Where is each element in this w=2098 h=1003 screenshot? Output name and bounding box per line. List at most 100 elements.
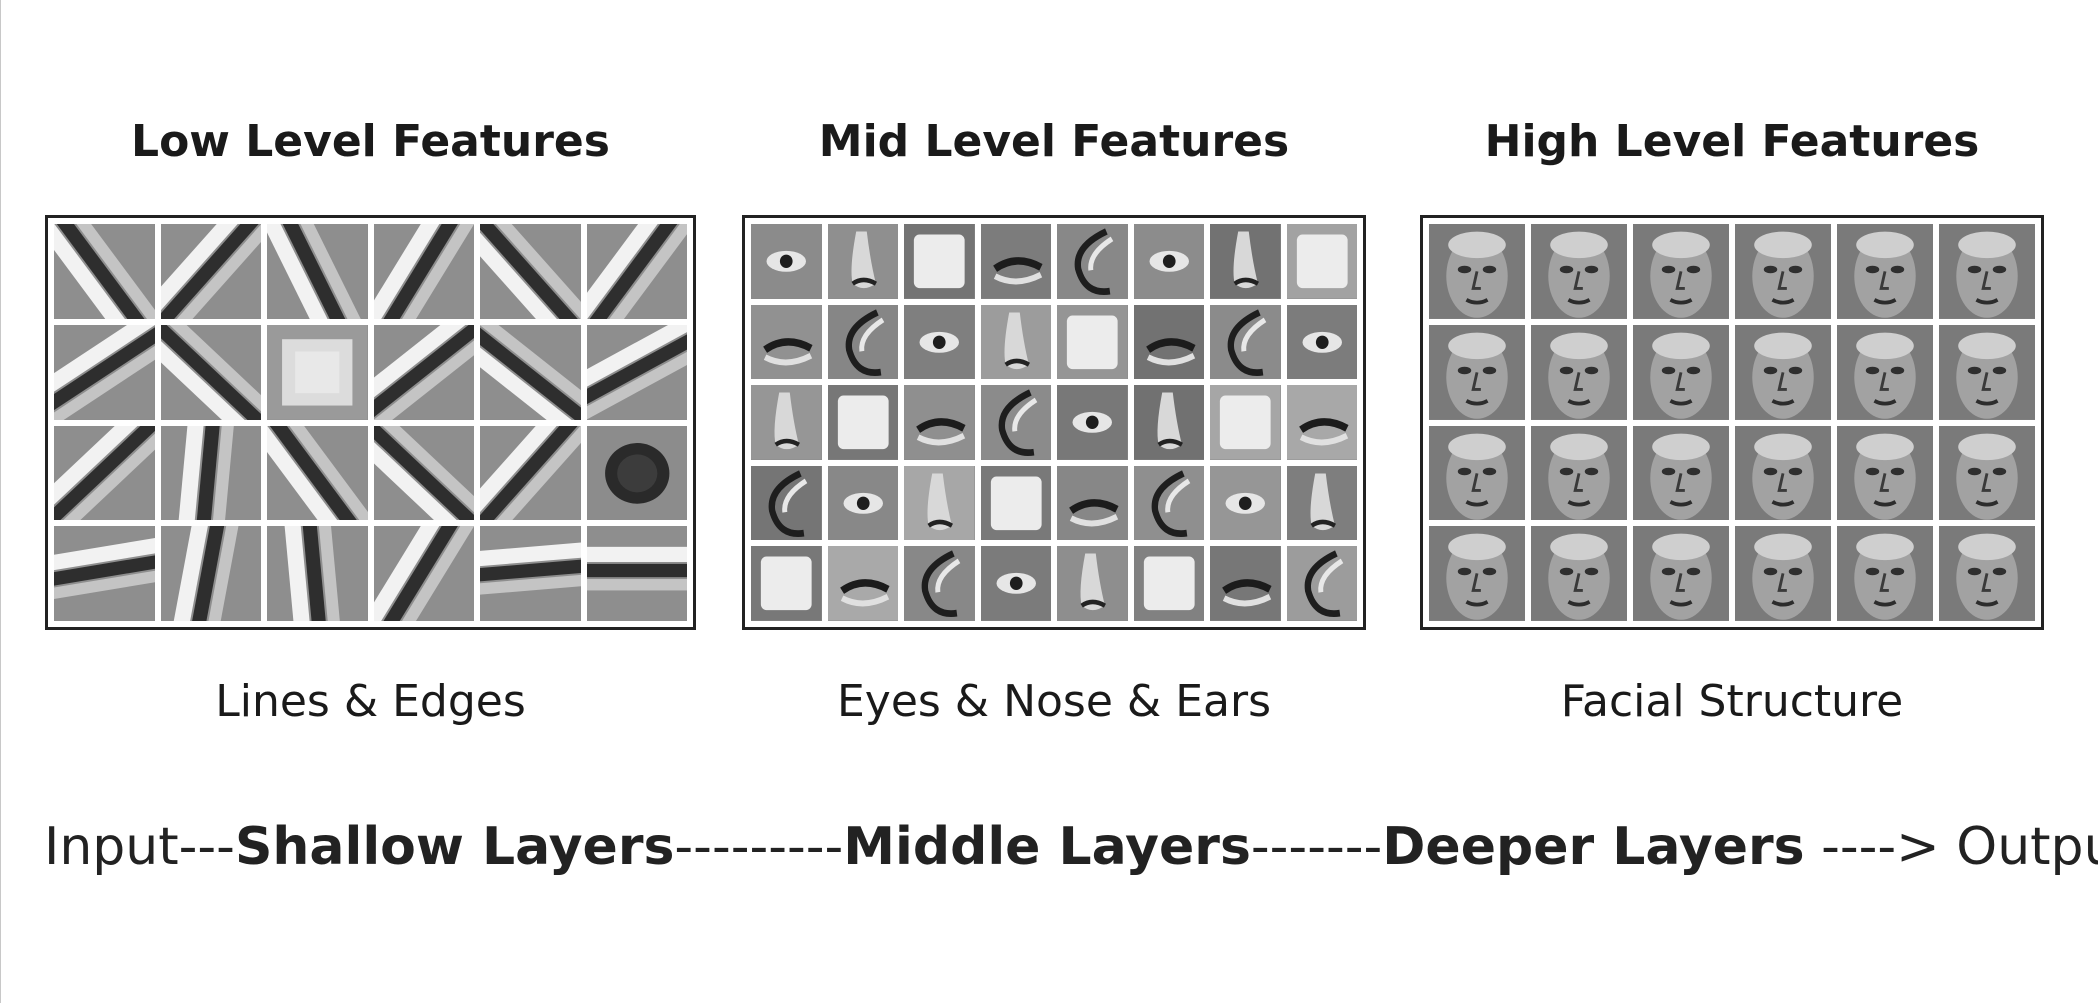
face-part-thumbnail <box>1286 546 1357 621</box>
face-part-thumbnail <box>1057 546 1128 621</box>
edge-filter-thumbnail <box>267 324 368 420</box>
edge-filter-thumbnail <box>160 224 261 319</box>
face-thumbnail <box>1633 526 1729 621</box>
edge-filter-thumbnail <box>586 526 687 621</box>
face-part-thumbnail <box>1286 224 1357 299</box>
face-part-thumbnail <box>1210 304 1281 380</box>
face-part-thumbnail <box>1210 465 1281 541</box>
edge-filter-thumbnail <box>54 425 155 521</box>
face-part-thumbnail <box>1057 385 1128 460</box>
face-thumbnail <box>1735 224 1831 319</box>
low-level-title: Low Level Features <box>131 116 610 167</box>
face-thumbnail <box>1837 224 1933 319</box>
face-thumbnail <box>1735 324 1831 420</box>
edge-filter-thumbnail <box>373 526 474 621</box>
face-part-thumbnail <box>1286 304 1357 380</box>
face-part-thumbnail <box>980 465 1051 541</box>
flow-shallow-layers: Shallow Layers <box>234 817 675 877</box>
face-thumbnail <box>1837 425 1933 521</box>
flow-separator: ------- <box>1250 817 1383 877</box>
flow-separator: --------- <box>674 817 844 877</box>
edge-filter-thumbnail <box>480 224 581 319</box>
low-level-caption: Lines & Edges <box>215 676 526 727</box>
face-part-thumbnail <box>1286 465 1357 541</box>
face-thumbnail <box>1429 526 1525 621</box>
edge-filter-thumbnail <box>480 324 581 420</box>
face-part-thumbnail <box>980 546 1051 621</box>
edge-filter-thumbnail <box>586 324 687 420</box>
edge-filter-thumbnail <box>54 224 155 319</box>
face-part-thumbnail <box>751 224 822 299</box>
face-part-thumbnail <box>1057 465 1128 541</box>
edge-filter-thumbnail <box>373 224 474 319</box>
edge-filter-thumbnail <box>586 224 687 319</box>
face-part-thumbnail <box>904 546 975 621</box>
layer-flow-line: Input---Shallow Layers---------Middle La… <box>44 812 2098 882</box>
low-level-feature-grid <box>45 215 696 630</box>
face-thumbnail <box>1735 526 1831 621</box>
face-part-thumbnail <box>980 224 1051 299</box>
face-thumbnail <box>1633 425 1729 521</box>
face-thumbnail <box>1939 324 2035 420</box>
face-part-thumbnail <box>1210 546 1281 621</box>
flow-arrow: ----> <box>1804 817 1957 877</box>
edge-filter-thumbnail <box>373 324 474 420</box>
edge-filter-thumbnail <box>267 224 368 319</box>
mid-level-caption: Eyes & Nose & Ears <box>836 676 1271 727</box>
face-part-thumbnail <box>827 546 898 621</box>
face-part-thumbnail <box>980 304 1051 380</box>
flow-middle-layers: Middle Layers <box>843 817 1251 877</box>
face-part-thumbnail <box>904 385 975 460</box>
face-thumbnail <box>1633 324 1729 420</box>
face-part-thumbnail <box>827 385 898 460</box>
edge-filter-thumbnail <box>54 526 155 621</box>
mid-level-title: Mid Level Features <box>818 116 1290 167</box>
face-part-thumbnail <box>751 465 822 541</box>
face-part-thumbnail <box>751 546 822 621</box>
face-thumbnail <box>1531 526 1627 621</box>
face-thumbnail <box>1837 324 1933 420</box>
face-part-thumbnail <box>1133 304 1204 380</box>
edge-filter-thumbnail <box>160 324 261 420</box>
face-part-thumbnail <box>751 385 822 460</box>
face-part-thumbnail <box>904 224 975 299</box>
edge-filter-thumbnail <box>160 526 261 621</box>
face-thumbnail <box>1633 224 1729 319</box>
face-part-thumbnail <box>827 304 898 380</box>
face-part-thumbnail <box>980 385 1051 460</box>
flow-output: Output <box>1956 817 2098 877</box>
edge-filter-thumbnail <box>480 425 581 521</box>
edge-filter-thumbnail <box>267 425 368 521</box>
high-level-title: High Level Features <box>1484 116 1980 167</box>
mid-level-feature-grid <box>742 215 1366 630</box>
edge-filter-thumbnail <box>54 324 155 420</box>
face-thumbnail <box>1939 425 2035 521</box>
face-thumbnail <box>1837 526 1933 621</box>
face-part-thumbnail <box>904 304 975 380</box>
face-part-thumbnail <box>1133 224 1204 299</box>
left-border-line <box>0 0 1 1003</box>
face-thumbnail <box>1939 224 2035 319</box>
edge-filter-thumbnail <box>586 425 687 521</box>
face-thumbnail <box>1531 425 1627 521</box>
flow-deeper-layers: Deeper Layers <box>1382 817 1805 877</box>
face-part-thumbnail <box>1210 224 1281 299</box>
face-thumbnail <box>1531 224 1627 319</box>
face-thumbnail <box>1429 425 1525 521</box>
face-part-thumbnail <box>904 465 975 541</box>
face-part-thumbnail <box>1057 304 1128 380</box>
flow-input: Input <box>44 817 179 877</box>
face-part-thumbnail <box>827 224 898 299</box>
face-thumbnail <box>1531 324 1627 420</box>
edge-filter-thumbnail <box>480 526 581 621</box>
face-thumbnail <box>1429 224 1525 319</box>
face-part-thumbnail <box>1057 224 1128 299</box>
face-part-thumbnail <box>827 465 898 541</box>
face-part-thumbnail <box>1133 465 1204 541</box>
edge-filter-thumbnail <box>267 526 368 621</box>
high-level-feature-grid <box>1420 215 2044 630</box>
face-part-thumbnail <box>1133 385 1204 460</box>
face-part-thumbnail <box>751 304 822 380</box>
edge-filter-thumbnail <box>160 425 261 521</box>
flow-separator: --- <box>178 817 235 877</box>
